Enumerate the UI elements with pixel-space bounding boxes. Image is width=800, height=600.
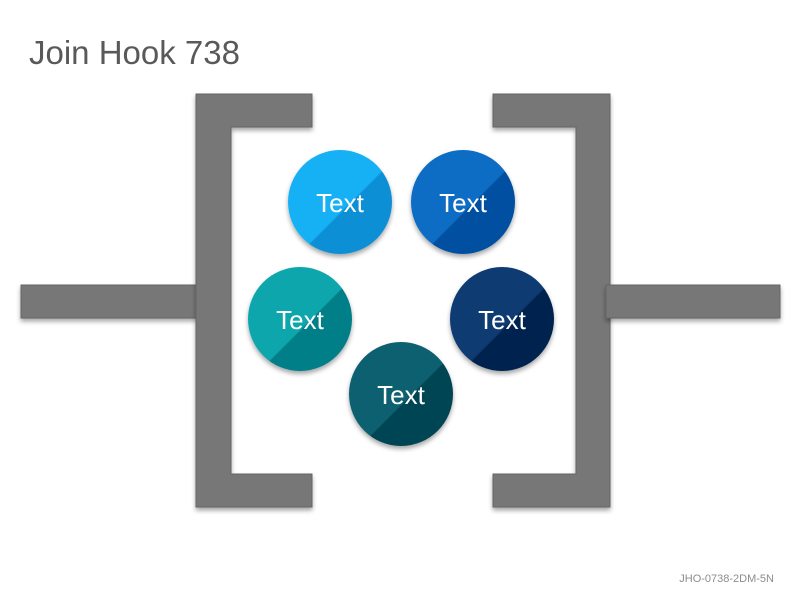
node-label: Text [377,380,425,410]
left-connector-bar [20,284,199,319]
node-4[interactable]: Text [450,267,554,371]
footer-code: JHO-0738-2DM-5N [679,573,774,585]
node-circle [248,267,352,371]
node-label: Text [316,188,364,218]
node-1[interactable]: Text [288,150,392,254]
node-circle [288,150,392,254]
node-circle [411,150,515,254]
node-2[interactable]: Text [411,150,515,254]
node-circle [349,342,453,446]
left-bracket [195,93,313,508]
right-bracket [492,93,611,508]
node-3[interactable]: Text [248,267,352,371]
node-label: Text [478,305,526,335]
node-label: Text [276,305,324,335]
right-connector-bar [605,284,781,319]
node-circle [450,267,554,371]
node-label: Text [439,188,487,218]
page-title: Join Hook 738 [29,34,240,71]
node-5[interactable]: Text [349,342,453,446]
